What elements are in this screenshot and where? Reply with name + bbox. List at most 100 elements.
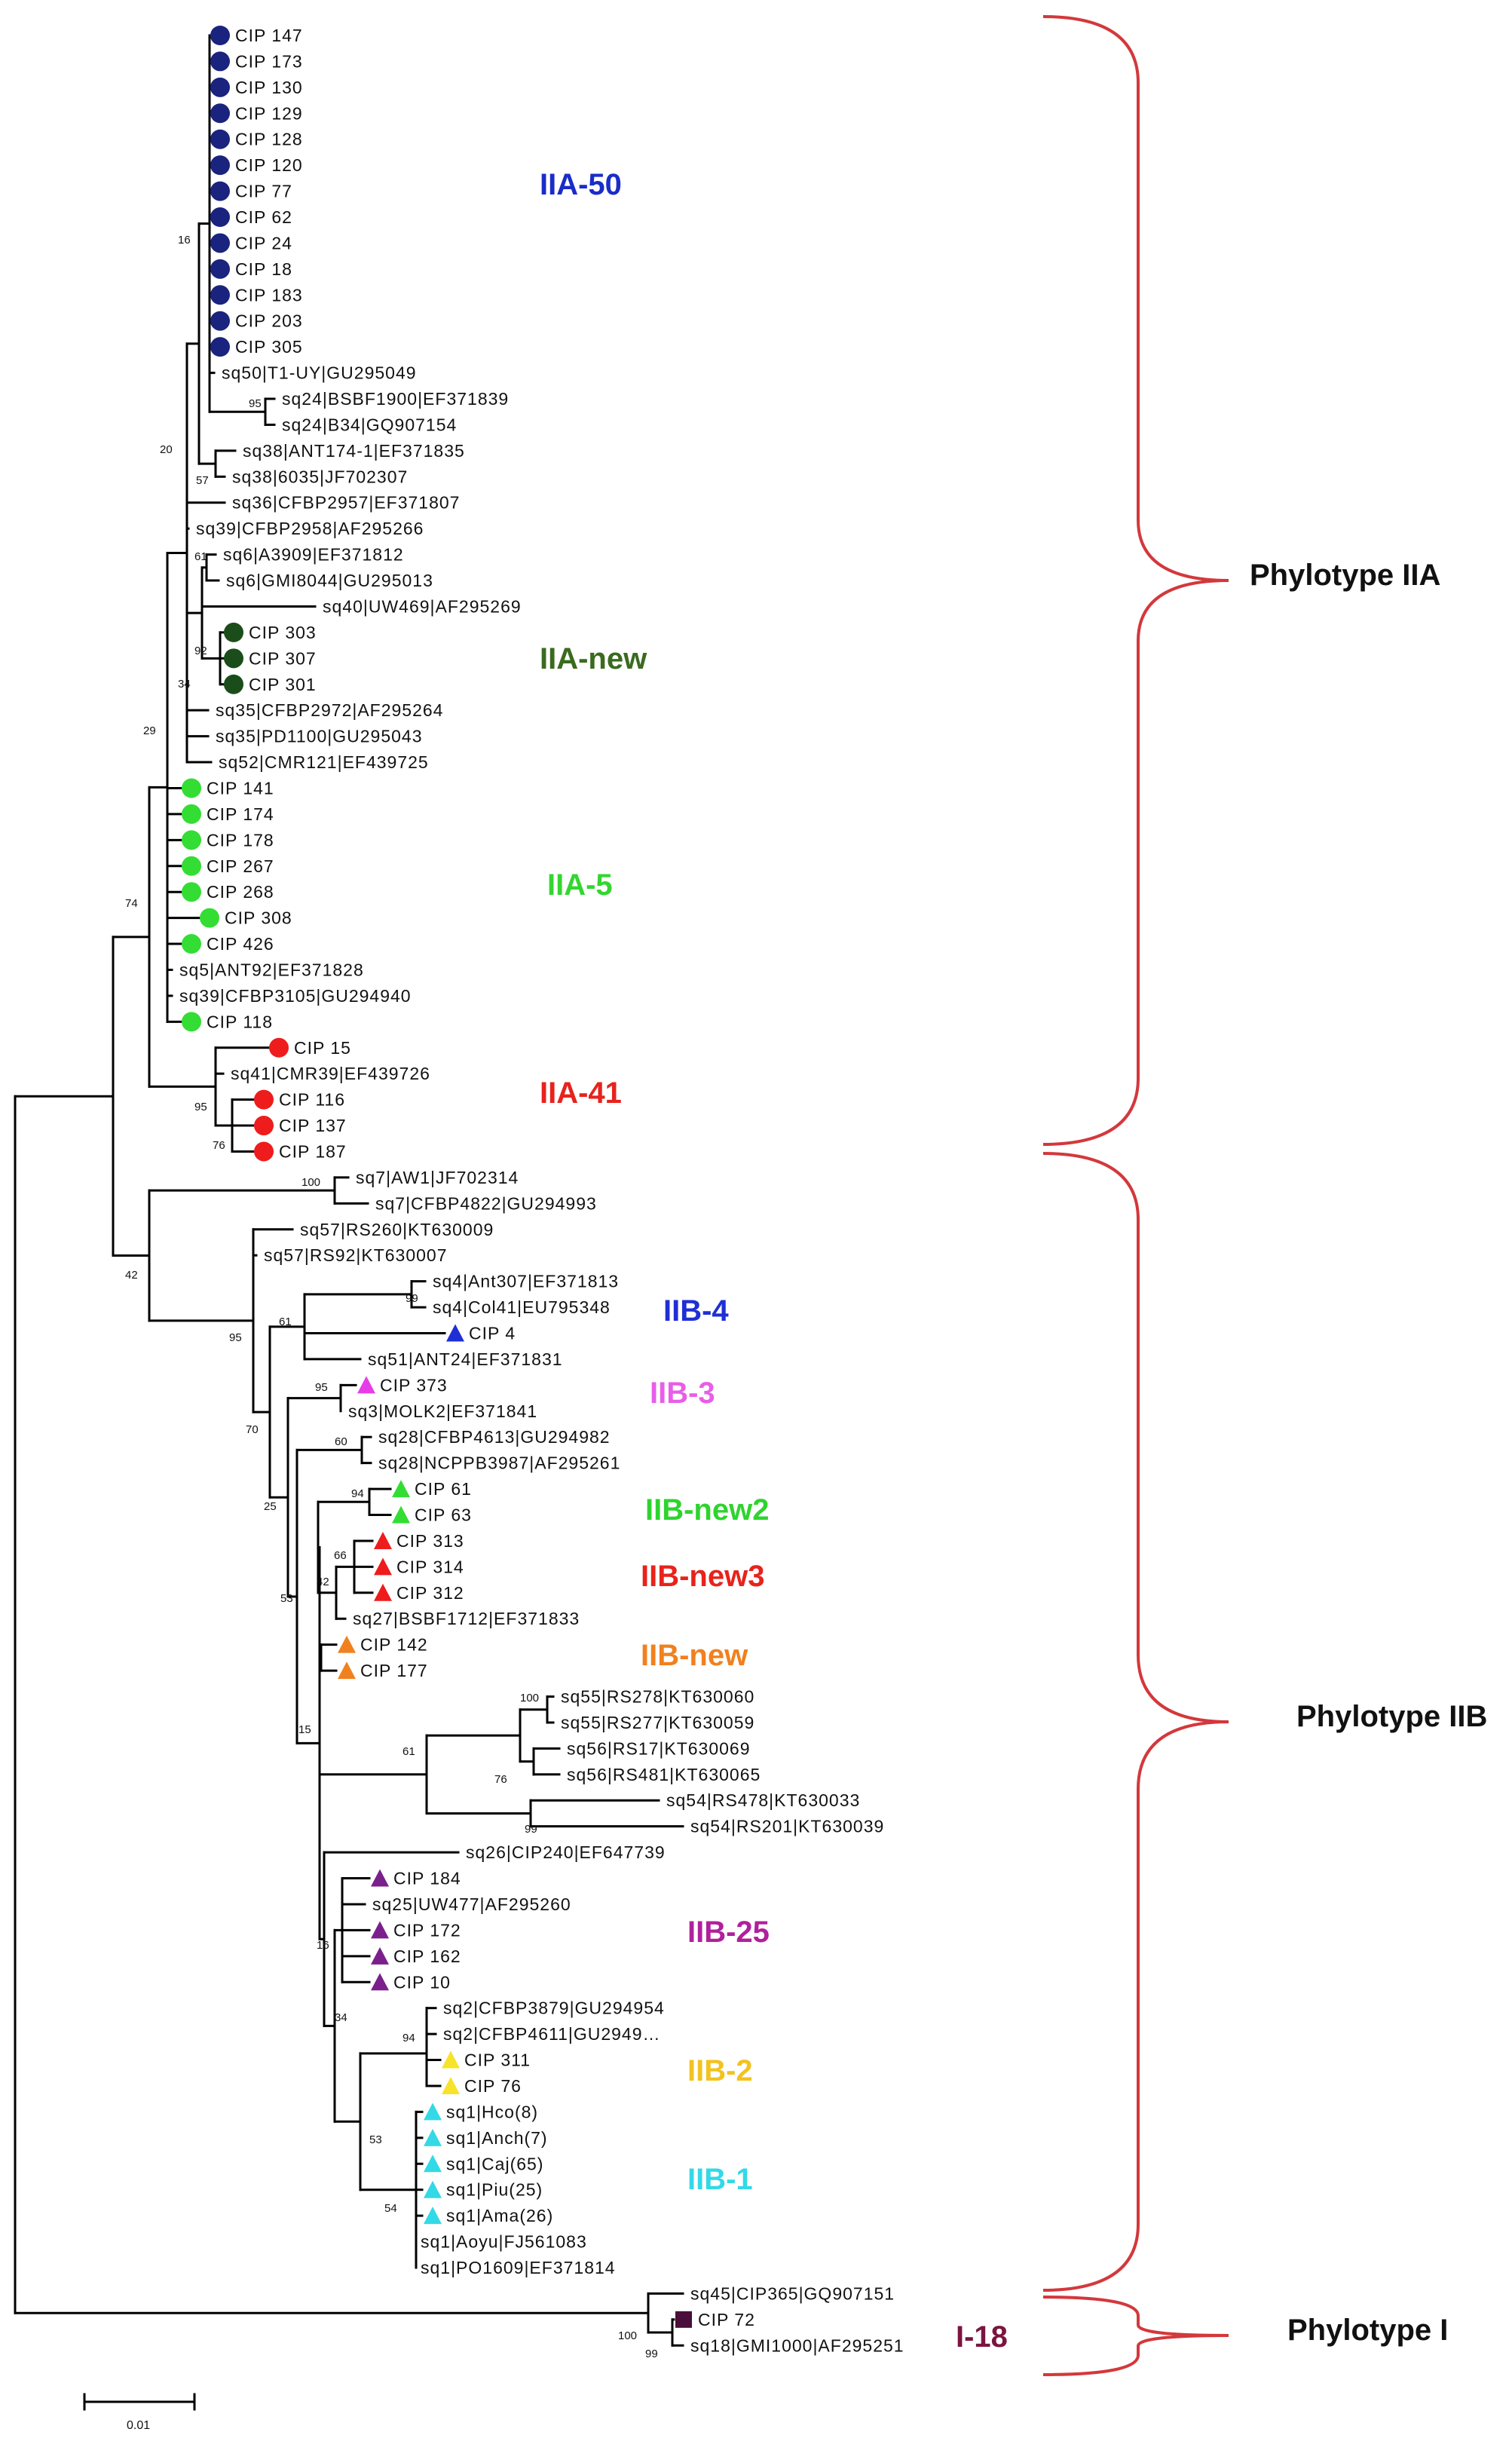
leaf-label: sq24|B34|GQ907154 (282, 415, 457, 434)
leaf-label: CIP 120 (235, 155, 303, 175)
leaf-label: CIP 311 (464, 2051, 531, 2070)
leaf-label: sq28|NCPPB3987|AF295261 (378, 1453, 620, 1473)
leaf-label: sq40|UW469|AF295269 (323, 596, 522, 616)
leaf-label: CIP 61 (415, 1479, 472, 1499)
leaf-label: CIP 172 (393, 1920, 461, 1940)
leaf-label: sq38|6035|JF702307 (232, 467, 408, 486)
bootstrap-value: 94 (351, 1487, 364, 1500)
circle-marker (182, 934, 201, 954)
circle-marker (224, 648, 243, 669)
leaf-label: sq6|GMI8044|GU295013 (226, 571, 433, 590)
circle-marker (210, 285, 230, 305)
leaf-label: sq55|RS278|KT630060 (561, 1687, 754, 1707)
bootstrap-value: 95 (194, 1101, 207, 1113)
leaf-label: CIP 267 (207, 856, 274, 876)
leaf-label: sq57|RS260|KT630009 (300, 1220, 494, 1239)
leaf-label: CIP 76 (464, 2076, 522, 2096)
leaf-label: sq35|CFBP2972|AF295264 (216, 700, 443, 720)
leaf-label: CIP 18 (235, 259, 292, 279)
leaf-label: CIP 301 (249, 675, 317, 694)
triangle-marker (392, 1505, 410, 1524)
circle-marker (210, 26, 230, 45)
bootstrap-value: 74 (125, 897, 138, 910)
leaf-label: CIP 178 (207, 830, 274, 850)
leaf-label: CIP 312 (396, 1583, 464, 1603)
phylotype-label-iia: Phylotype IIA (1250, 559, 1440, 592)
bootstrap-value: 99 (525, 1823, 537, 1836)
bootstrap-value: 60 (335, 1435, 347, 1448)
leaf-label: CIP 187 (279, 1141, 347, 1161)
bootstrap-value: 76 (213, 1139, 225, 1152)
leaf-label: sq7|AW1|JF702314 (356, 1168, 519, 1187)
group-label-iib-25: IIB-25 (687, 1916, 770, 1949)
triangle-marker (371, 1946, 389, 1965)
bootstrap-value: 57 (196, 474, 209, 487)
bootstrap-value: 100 (301, 1176, 320, 1189)
bootstrap-value: 66 (334, 1549, 347, 1562)
group-label-iib-2: IIB-2 (687, 2054, 753, 2087)
leaf-label: CIP 162 (393, 1946, 461, 1966)
leaf-label: sq2|CFBP4611|GU2949… (443, 2024, 661, 2044)
leaf-label: sq54|RS201|KT630039 (690, 1817, 884, 1836)
leaf-label: CIP 203 (235, 311, 303, 331)
triangle-marker (392, 1480, 410, 1498)
group-label-iia-new: IIA-new (540, 642, 647, 675)
bootstrap-value: 34 (335, 2011, 347, 2024)
leaf-label: sq25|UW477|AF295260 (372, 1894, 571, 1914)
triangle-marker (424, 2180, 442, 2198)
leaf-label: sq1|Aoyu|FJ561083 (421, 2232, 587, 2252)
leaf-label: sq39|CFBP3105|GU294940 (179, 986, 412, 1006)
leaf-label: sq7|CFBP4822|GU294993 (375, 1193, 597, 1213)
group-label-iib-new: IIB-new (641, 1639, 748, 1672)
circle-marker (182, 856, 201, 876)
group-label-iib-3: IIB-3 (650, 1377, 715, 1410)
leaf-label: sq50|T1-UY|GU295049 (222, 363, 417, 383)
leaf-label: CIP 313 (396, 1531, 464, 1551)
scale-bar: 0.01 (83, 2393, 196, 2432)
bootstrap-value: 54 (384, 2202, 397, 2215)
leaf-label: CIP 116 (279, 1090, 345, 1110)
bootstrap-value: 100 (618, 2329, 637, 2342)
leaf-label: CIP 62 (235, 207, 292, 227)
leaf-label: sq1|Piu(25) (446, 2180, 543, 2200)
bootstrap-value: 99 (645, 2348, 658, 2360)
leaf-label: CIP 177 (360, 1661, 428, 1680)
leaf-markers (182, 26, 692, 2328)
leaf-label: sq39|CFBP2958|AF295266 (196, 519, 424, 538)
brace-phylotype-i (1042, 2296, 1229, 2376)
leaf-label: sq56|RS17|KT630069 (567, 1738, 751, 1758)
group-label-iib-1: IIB-1 (687, 2163, 753, 2196)
leaf-label: sq51|ANT24|EF371831 (368, 1349, 563, 1369)
leaf-label: CIP 373 (380, 1375, 448, 1395)
triangle-marker (424, 2128, 442, 2146)
leaf-label: CIP 24 (235, 233, 292, 253)
circle-marker (182, 1012, 201, 1032)
leaf-label: sq56|RS481|KT630065 (567, 1765, 761, 1784)
leaf-label: sq4|Col41|EU795348 (433, 1297, 611, 1317)
bootstrap-value: 99 (406, 1292, 418, 1305)
bootstrap-value: 20 (160, 443, 173, 456)
bootstrap-value: 94 (402, 2032, 415, 2044)
circle-marker (182, 830, 201, 850)
circle-marker (182, 804, 201, 824)
leaf-label: sq36|CFBP2957|EF371807 (232, 493, 460, 513)
bootstrap-value: 61 (402, 1745, 415, 1758)
bootstrap-value: 95 (229, 1331, 242, 1344)
leaf-label: sq54|RS478|KT630033 (666, 1790, 860, 1810)
triangle-marker (442, 2076, 460, 2094)
leaf-label: sq1|Anch(7) (446, 2128, 548, 2148)
circle-marker (182, 882, 201, 902)
leaf-label: sq2|CFBP3879|GU294954 (443, 1998, 665, 2018)
bootstrap-value: 95 (249, 397, 262, 410)
bootstrap-value: 42 (125, 1269, 138, 1282)
leaf-label: sq3|MOLK2|EF371841 (348, 1401, 537, 1421)
brace-phylotype-iib (1042, 1152, 1229, 2292)
triangle-marker (338, 1635, 356, 1653)
circle-marker (200, 908, 219, 928)
circle-marker (210, 207, 230, 228)
leaf-label: CIP 183 (235, 285, 303, 305)
scale-bar-label: 0.01 (127, 2419, 150, 2432)
circle-marker (182, 778, 201, 798)
